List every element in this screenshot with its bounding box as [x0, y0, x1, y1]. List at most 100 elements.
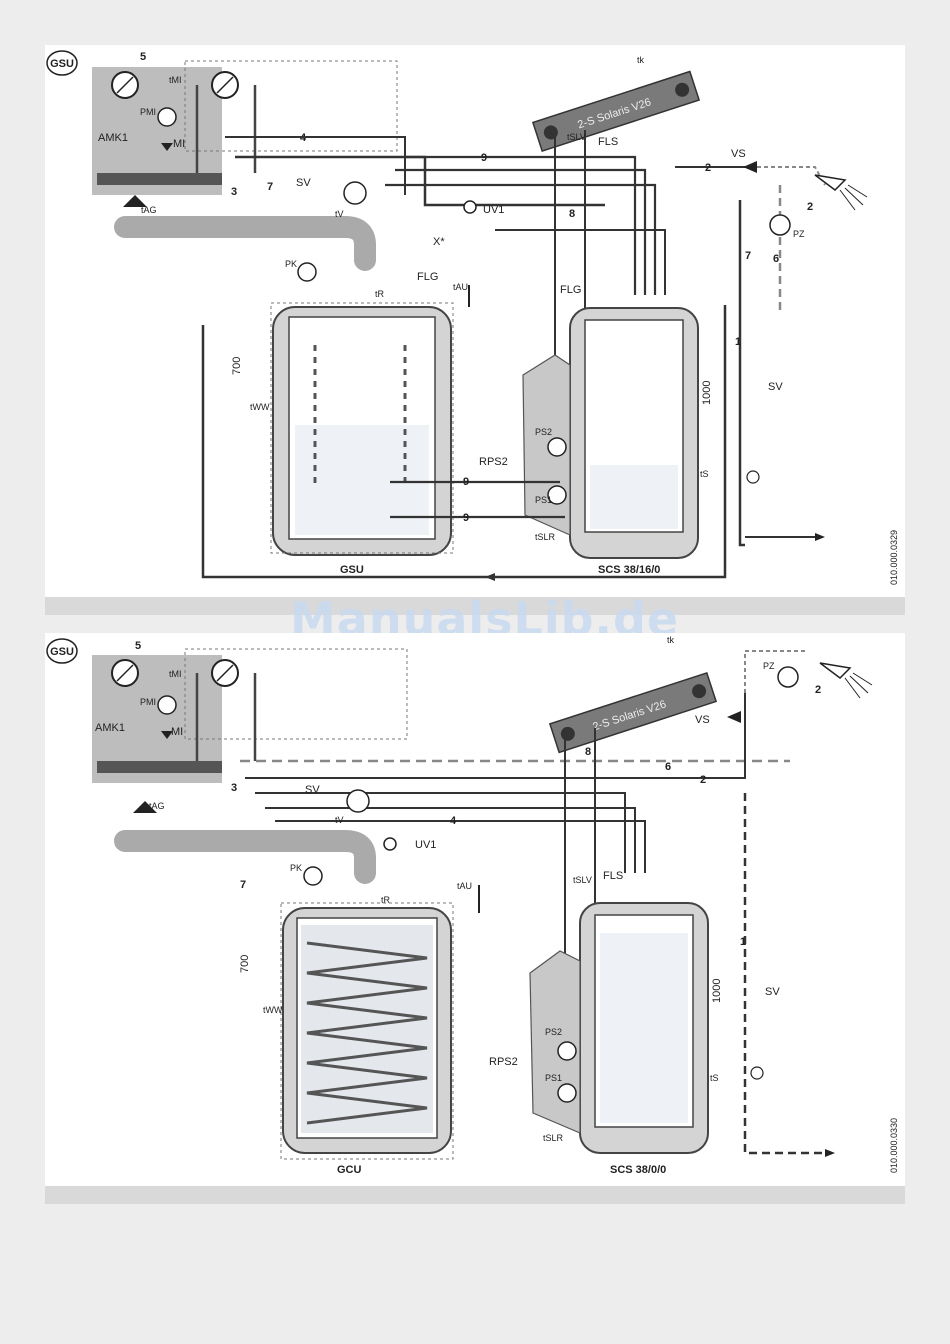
label-7-b: 7	[240, 879, 246, 891]
dim-700-b: 700	[239, 955, 251, 973]
label-8: 8	[569, 208, 575, 220]
p-s1-label-2: PS1	[545, 1073, 562, 1083]
label-9c: 9	[463, 512, 469, 524]
sv-label: SV	[296, 177, 311, 189]
rps2-label-2: RPS2	[489, 1056, 518, 1068]
fls-label-2: FLS	[603, 870, 623, 882]
label-7b: 7	[745, 250, 751, 262]
t-ag-label-2: tAG	[149, 801, 165, 811]
t-s-label: tS	[700, 469, 709, 479]
p-mi-label-2: PMI	[140, 697, 156, 707]
drawing-code: 010.000.0329	[889, 530, 899, 585]
t-au-label: tAU	[453, 282, 468, 292]
solar-station-housing-2	[529, 950, 581, 1134]
amk-label: AMK1	[98, 132, 128, 144]
t-k-label-2: tk	[667, 635, 675, 645]
t-slv-label: tSLV	[567, 132, 586, 142]
label-3-b: 3	[231, 782, 237, 794]
boiler-pump-icon	[297, 262, 317, 282]
t-mi-label: tMI	[169, 75, 182, 85]
solar-collector	[531, 70, 701, 152]
gsu-badge: GSU	[46, 50, 78, 76]
uv1-actuator-icon-2	[383, 837, 397, 851]
label-5: 5	[140, 51, 146, 63]
air-inlet-icon	[123, 195, 147, 207]
dim-700: 700	[231, 357, 243, 375]
diagram-panel-bottom: GSU 5 AMK1 MI tMI PMI 3 6 2 4 tAG PK SV …	[45, 633, 905, 1186]
vs-valve-icon-2	[727, 711, 741, 723]
dim-1000: 1000	[701, 381, 713, 405]
panel-divider-top	[45, 597, 905, 615]
p-k-label: PK	[285, 259, 297, 269]
shower-icon-2	[819, 662, 873, 699]
mixer-pump-icon	[157, 107, 177, 127]
t-ag-label: tAG	[141, 205, 157, 215]
vs-label: VS	[731, 148, 746, 160]
t-r-label-2: tR	[381, 895, 391, 905]
expansion-vessel-icon	[343, 181, 367, 205]
fls-label: FLS	[598, 136, 618, 148]
sv-label-c: SV	[765, 986, 780, 998]
p-s2-label: PS2	[535, 427, 552, 437]
p-z-label-2: PZ	[763, 661, 775, 671]
t-ww-label: tWW	[250, 402, 270, 412]
unit-left-label-2: GCU	[337, 1164, 362, 1176]
solar-pump-1-icon-2	[557, 1083, 577, 1103]
t-r-label: tR	[375, 289, 385, 299]
t-v-label-2: tV	[335, 815, 344, 825]
air-inlet-icon-2	[133, 801, 157, 813]
t-slr-label-2: tSLR	[543, 1133, 564, 1143]
solar-pump-2-icon	[547, 437, 567, 457]
t-slv-label-2: tSLV	[573, 875, 592, 885]
unit-right-label: SCS 38/16/0	[598, 564, 660, 576]
vs-label-2: VS	[695, 714, 710, 726]
t-ww-label-2: tWW	[263, 1005, 283, 1015]
unit-right-label-2: SCS 38/0/0	[610, 1164, 666, 1176]
uv1-label-2: UV1	[415, 839, 436, 851]
solar-collector-2	[548, 671, 718, 754]
amk-label-2: AMK1	[95, 722, 125, 734]
diagram-panel-top: GSU 5 AMK1 MI tMI PMI 4 3 tAG 700 tWW GS…	[45, 45, 905, 597]
label-9a: 9	[481, 152, 487, 164]
badge-label: GSU	[50, 58, 74, 70]
t-s-label-2: tS	[710, 1073, 719, 1083]
badge-label-2: GSU	[50, 646, 74, 658]
p-k-label-2: PK	[290, 863, 302, 873]
t-mi-label-2: tMI	[169, 669, 182, 679]
manometer-icon-2	[750, 1066, 764, 1080]
shower-icon	[814, 174, 868, 211]
sv-label-b: SV	[305, 784, 320, 796]
manometer-icon	[746, 470, 760, 484]
solar-pump-1-icon	[547, 485, 567, 505]
label-2-c: 2	[815, 684, 821, 696]
expansion-vessel-icon-2	[346, 789, 370, 813]
circulation-pump-icon-2	[777, 666, 799, 688]
label-4-b: 4	[450, 815, 457, 827]
mixer-pump-icon-2	[157, 695, 177, 715]
vs-valve-icon	[743, 161, 757, 173]
hydraulic-diagram-bottom: GSU 5 AMK1 MI tMI PMI 3 6 2 4 tAG PK SV …	[46, 635, 899, 1176]
mi-label: MI	[173, 138, 185, 150]
label-1-b: 1	[740, 936, 746, 948]
t-slr-label: tSLR	[535, 532, 556, 542]
label-2b: 2	[807, 201, 813, 213]
label-3: 3	[231, 186, 237, 198]
flg-label: FLG	[417, 271, 438, 283]
mixer-valve-icon	[161, 143, 173, 151]
mi-label-2: MI	[171, 726, 183, 738]
t-v-label: tV	[335, 209, 344, 219]
gsu-badge-2: GSU	[46, 638, 78, 664]
label-2-b: 2	[700, 774, 706, 786]
hydraulic-diagram-top: GSU 5 AMK1 MI tMI PMI 4 3 tAG 700 tWW GS…	[46, 50, 899, 585]
label-9b: 9	[463, 476, 469, 488]
boiler-pump-icon-2	[303, 866, 323, 886]
label-5-b: 5	[135, 640, 141, 652]
drawing-code-2: 010.000.0330	[889, 1118, 899, 1173]
label-6-b: 6	[665, 761, 671, 773]
t-au-label-2: tAU	[457, 881, 472, 891]
dim-1000-b: 1000	[711, 979, 723, 1003]
uv1-label: UV1	[483, 204, 504, 216]
rps2-label: RPS2	[479, 456, 508, 468]
manifold-bar	[97, 173, 222, 185]
t-k-label: tk	[637, 55, 645, 65]
